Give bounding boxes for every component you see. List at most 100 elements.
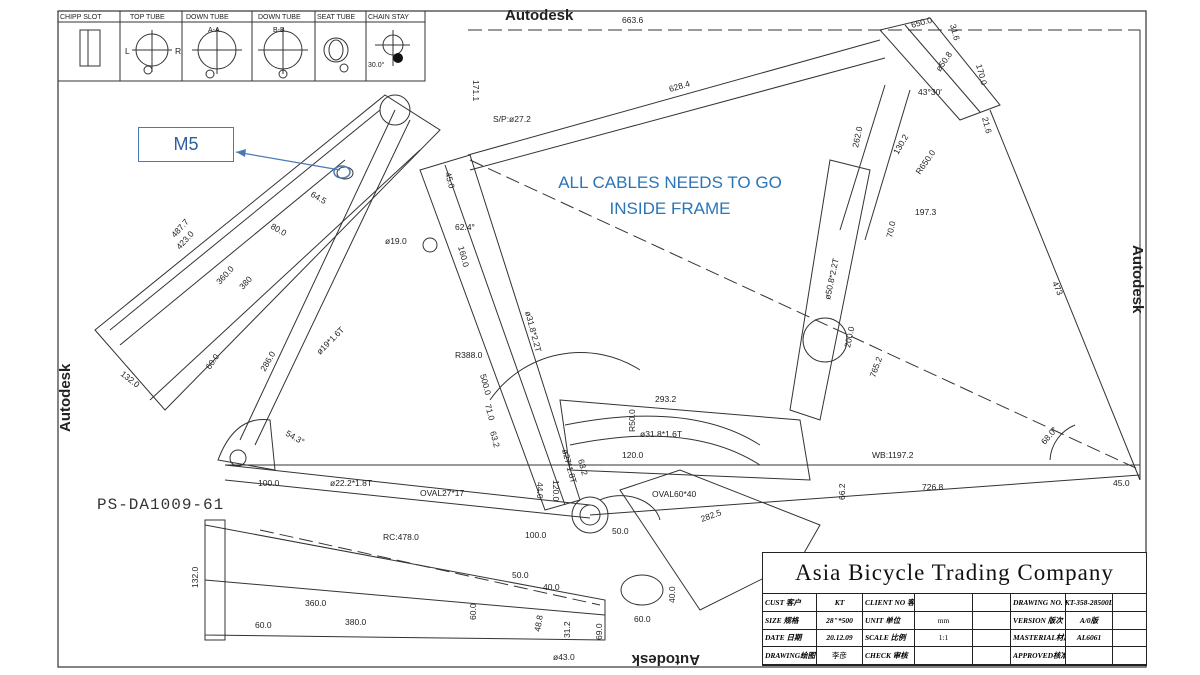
tb-cell: VERSION 版次 — [1011, 611, 1066, 630]
dim-label: 31.2 — [562, 621, 572, 638]
dim-label: R650.0 — [913, 148, 937, 176]
tb-cell — [973, 629, 1011, 648]
dim-label: ø31.8*1.6T — [640, 429, 682, 439]
tb-cell — [1113, 611, 1147, 630]
tb-cell: CHECK 审核 — [863, 647, 915, 666]
dim-label: 282.5 — [699, 507, 723, 524]
dim-label: 100.0 — [525, 530, 547, 540]
right-mark: R — [175, 46, 181, 56]
dim-label: 380.0 — [345, 617, 367, 627]
watermark-right: Autodesk — [1129, 245, 1146, 314]
dim-label: 40.0 — [543, 582, 560, 592]
dim-label: 380 — [237, 274, 254, 291]
dim-label: ø27*1.8T — [560, 448, 579, 484]
tb-cell — [1066, 647, 1113, 666]
tb-cell: SCALE 比例 — [863, 629, 915, 648]
tb-cell: A/0版 — [1066, 611, 1113, 630]
dim-label: 293.2 — [655, 394, 677, 404]
dim-label: ø50.8 — [933, 49, 954, 73]
dim-label: 64.5 — [309, 189, 329, 206]
tb-cell: DRAWING NO. 图号 — [1011, 594, 1066, 612]
section-label: DOWN TUBE — [186, 14, 229, 21]
tb-cell — [915, 594, 973, 612]
dim-label: S/P:ø27.2 — [493, 114, 531, 124]
dim-label: 60.0 — [634, 614, 651, 624]
section-label: CHAIN STAY — [368, 14, 409, 21]
tb-cell: APPROVED核准 — [1011, 647, 1066, 666]
dim-label: 43°30' — [918, 87, 942, 97]
dim-label: 726.8 — [922, 482, 944, 492]
dim-label: 160.0 — [456, 245, 471, 268]
dim-label: 60.0 — [203, 352, 221, 372]
dim-label: 63.2 — [576, 458, 590, 477]
title-block: Asia Bicycle Trading Company CUST 客户 KT … — [762, 552, 1147, 666]
tb-cell: CLIENT NO 客户图号 — [863, 594, 915, 612]
dim-label: 60.0 — [255, 620, 272, 630]
dim-label: 40.0 — [667, 586, 677, 603]
title-block-grid: CUST 客户 KT CLIENT NO 客户图号 DRAWING NO. 图号… — [763, 594, 1147, 666]
dim-label: 48.8 — [532, 614, 545, 632]
section-label: DOWN TUBE — [258, 14, 301, 21]
dim-label: 60.0 — [468, 603, 478, 620]
tb-cell — [973, 594, 1011, 612]
dim-label: WB:1197.2 — [872, 450, 914, 460]
tb-cell: DATE 日期 — [763, 629, 817, 648]
section-label: TOP TUBE — [130, 14, 165, 21]
dim-label: 197.3 — [915, 207, 937, 217]
dim-label: ø43.0 — [553, 652, 575, 662]
dim-label: 68.0° — [1039, 425, 1059, 447]
tb-cell — [1113, 594, 1147, 612]
dim-label: 360.0 — [305, 598, 327, 608]
angle-mark: 30.0° — [368, 61, 385, 69]
dim-label: 120.0 — [551, 480, 561, 502]
dim-label: 44.0 — [535, 482, 545, 499]
tb-cell: DRAWING绘图 — [763, 647, 817, 666]
dim-label: R50.0 — [627, 409, 637, 432]
dim-label: ø19*1.6T — [314, 325, 346, 357]
tb-cell: 28"*500 — [817, 611, 863, 630]
tb-cell: MASTERIAL材质 — [1011, 629, 1066, 648]
dim-label: 473 — [1050, 280, 1065, 297]
dim-label: 132.0 — [190, 566, 200, 588]
tb-cell — [973, 611, 1011, 630]
section-label: CHIPP SLOT — [60, 14, 102, 21]
dim-label: 50.0 — [512, 570, 529, 580]
tb-cell: KT — [817, 594, 863, 612]
callout-leader — [235, 151, 341, 171]
dim-label: 360.0 — [214, 264, 236, 287]
dim-label: 100.0 — [258, 478, 280, 488]
note-line-1: ALL CABLES NEEDS TO GO — [558, 173, 782, 192]
sheet-border — [57, 10, 1147, 668]
tb-cell: 1:1 — [915, 629, 973, 648]
m5-hole — [333, 165, 351, 179]
dim-label: OVAL60*40 — [652, 489, 697, 499]
tb-cell: mm — [915, 611, 973, 630]
dim-label: 63.2 — [488, 430, 502, 449]
dim-label: ø50.8*2.2T — [822, 257, 841, 300]
dim-label: 171.1 — [471, 80, 481, 102]
tb-cell — [973, 647, 1011, 666]
tb-cell: CUST 客户 — [763, 594, 817, 612]
note-line-2: INSIDE FRAME — [609, 199, 731, 218]
tb-cell: 20.12.09 — [817, 629, 863, 648]
dim-label: 262.0 — [850, 125, 864, 148]
dim-label: ø19.0 — [385, 236, 407, 246]
tb-cell: UNIT 单位 — [863, 611, 915, 630]
tb-cell: 李彦 — [817, 647, 863, 666]
section-mark-a: A-A — [208, 27, 220, 34]
dim-label: 628.4 — [668, 78, 691, 94]
dim-label: 200.0 — [842, 325, 856, 348]
tb-cell: AL6061 — [1066, 629, 1113, 648]
section-header — [57, 10, 426, 82]
dim-label: 286.0 — [258, 349, 277, 373]
dim-label: RC:478.0 — [383, 532, 419, 542]
dim-label: R388.0 — [455, 350, 483, 360]
dim-label: 650.0 — [910, 15, 933, 30]
cable-routing-note: ALL CABLES NEEDS TO GO INSIDE FRAME — [520, 170, 820, 222]
tb-cell: SIZE 规格 — [763, 611, 817, 630]
tb-cell — [1113, 629, 1147, 648]
section-label: SEAT TUBE — [317, 14, 355, 21]
dim-label: 31.6 — [948, 23, 962, 42]
watermark-left: Autodesk — [57, 363, 74, 432]
dim-label: 765.2 — [867, 355, 884, 379]
